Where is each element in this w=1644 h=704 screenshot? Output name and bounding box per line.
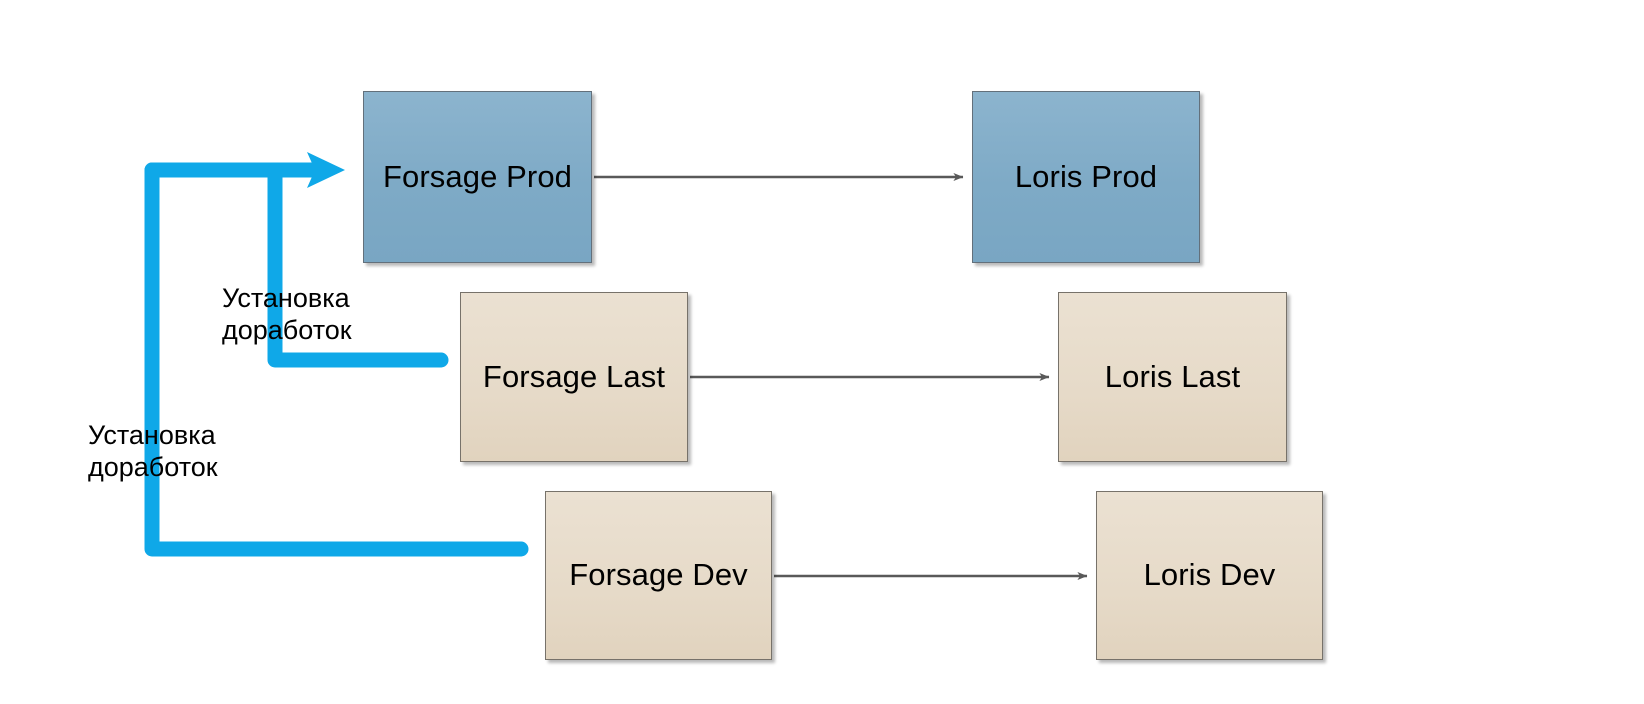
node-forsage-last[interactable]: Forsage Last bbox=[460, 292, 688, 462]
node-loris-dev[interactable]: Loris Dev bbox=[1096, 491, 1323, 660]
node-label: Forsage Dev bbox=[569, 557, 748, 593]
connector-deploy-to-forsage-prod bbox=[144, 152, 345, 188]
node-loris-prod[interactable]: Loris Prod bbox=[972, 91, 1200, 263]
node-label: Forsage Prod bbox=[382, 158, 573, 194]
node-label: Loris Dev bbox=[1143, 557, 1276, 593]
node-label: Loris Last bbox=[1104, 358, 1241, 394]
edge-label-install-improvements-lower: Установка доработок bbox=[88, 420, 218, 482]
node-loris-last[interactable]: Loris Last bbox=[1058, 292, 1287, 462]
node-forsage-prod[interactable]: Forsage Prod bbox=[363, 91, 592, 263]
node-label: Loris Prod bbox=[1014, 158, 1158, 194]
node-forsage-dev[interactable]: Forsage Dev bbox=[545, 491, 772, 660]
node-label: Forsage Last bbox=[482, 358, 666, 394]
edge-label-install-improvements-upper: Установка доработок bbox=[222, 283, 352, 345]
connector-deploy-to-forsage-dev bbox=[144, 162, 529, 557]
connector-deploy-to-forsage-last bbox=[267, 162, 449, 368]
